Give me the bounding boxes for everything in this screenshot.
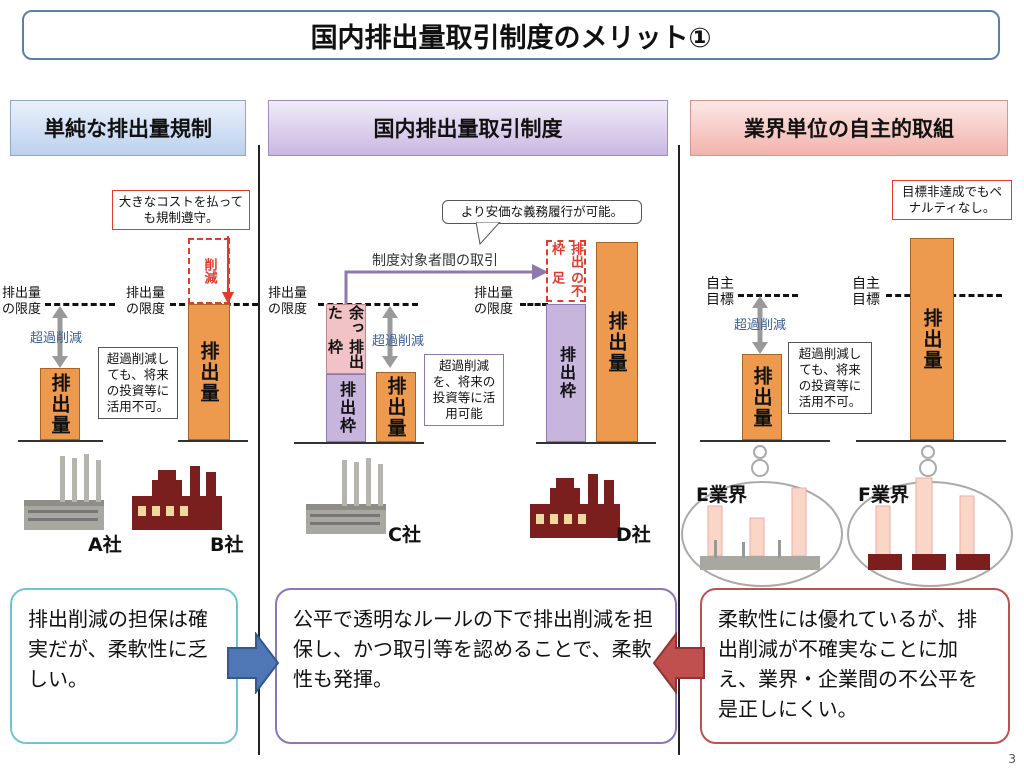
company-c: C社 (388, 524, 421, 546)
callout-cheaper: より安価な義務履行が可能。 (442, 200, 642, 224)
ground-a (18, 440, 103, 442)
target-label-e: 自主目標 (706, 276, 734, 308)
summary-left: 排出削減の担保は確実だが、柔軟性に乏しい。 (10, 588, 238, 744)
company-e: E業界 (696, 484, 747, 506)
surplus-label: 余った (326, 305, 365, 335)
target-line-e (738, 294, 798, 297)
arrow-down-red (222, 236, 234, 304)
cloud-e-icon (681, 445, 843, 587)
ground-f (856, 440, 1006, 442)
limit-label-d: 排出量の限度 (474, 286, 514, 317)
bar-emissions-f: 排出量 (910, 238, 954, 440)
limit-label-c: 排出量の限度 (268, 286, 308, 317)
excess-reduction-label-e: 超過削減 (734, 318, 787, 333)
factory-c-icon (306, 458, 386, 534)
divider-left (258, 145, 260, 755)
trade-label: 制度対象者間の取引 (372, 253, 498, 269)
arrow-left-red-icon (652, 632, 705, 694)
header-emissions-trading: 国内排出量取引制度 (268, 100, 668, 156)
shortage-label: の不足 (549, 271, 583, 297)
callout-right-no-use: 超過削減しても、将来の投資等に活用不可。 (788, 342, 872, 414)
cloud-f-icon (847, 445, 1013, 587)
excess-reduction-label-c: 超過削減 (372, 334, 425, 349)
company-f: F業界 (858, 484, 909, 506)
limit-line-d (520, 303, 548, 306)
bar-emissions-d: 排出量 (596, 242, 638, 442)
limit-label-b: 排出量の限度 (126, 286, 166, 317)
summary-right: 柔軟性には優れているが、排出削減が不確実なことに加え、業界・企業間の不公平を是正… (700, 588, 1010, 744)
callout-no-penalty: 目標非達成でもペナルティなし。 (892, 180, 1012, 220)
limit-line-a (45, 303, 115, 306)
factory-d-icon (530, 474, 620, 538)
trade-arrow (344, 264, 548, 304)
limit-label-a: 排出量の限度 (2, 286, 42, 317)
bar-emissions-a: 排出量 (40, 368, 80, 440)
callout-center-use: 超過削減を、将来の投資等に活用可能 (424, 354, 504, 426)
factory-a-icon (24, 454, 104, 530)
ground-b (178, 440, 248, 442)
bar-allowance-c: 排出枠 (326, 374, 366, 442)
page-title: 国内排出量取引制度のメリット① (22, 10, 1000, 60)
arrow-excess-e (752, 296, 768, 354)
company-b: B社 (210, 534, 244, 556)
limit-line-c (318, 303, 418, 306)
target-label-f: 自主目標 (852, 276, 880, 308)
ground-e (700, 440, 830, 442)
header-voluntary-action: 業界単位の自主的取組 (690, 100, 1008, 156)
summary-center: 公平で透明なルールの下で排出削減を担保し、かつ取引等を認めることで、柔軟性も発揮… (275, 588, 677, 744)
divider-right (678, 145, 680, 755)
bar-emissions-b: 排出量 (188, 304, 230, 440)
arrow-excess-c (382, 306, 398, 368)
page-number: 3 (1008, 752, 1016, 766)
bar-allowance-d: 排出枠 (546, 304, 586, 442)
factory-b-icon (132, 466, 222, 530)
bar-emissions-e: 排出量 (742, 354, 782, 440)
ground-d (536, 442, 656, 444)
company-d: D社 (616, 524, 651, 546)
bar-emissions-c: 排出量 (376, 372, 416, 442)
shortage-allowance-label: 排出枠 (549, 242, 583, 268)
company-a: A社 (88, 534, 122, 556)
arrow-right-blue-icon (227, 632, 280, 694)
excess-reduction-label-a: 超過削減 (30, 331, 83, 346)
ground-c (294, 442, 424, 444)
callout-cost: 大きなコストを払っても規制遵守。 (112, 190, 250, 230)
bar-surplus-allowance: 余った排出枠 (326, 304, 366, 374)
callout-cheaper-tail (476, 222, 501, 246)
header-simple-regulation: 単純な排出量規制 (10, 100, 246, 156)
callout-left-no-use: 超過削減しても、将来の投資等に活用不可。 (98, 347, 178, 419)
surplus-allowance-label: 排出枠 (326, 339, 365, 369)
bar-allowance-shortage: 排出枠の不足 (546, 240, 586, 302)
arrow-excess-a (52, 306, 68, 368)
